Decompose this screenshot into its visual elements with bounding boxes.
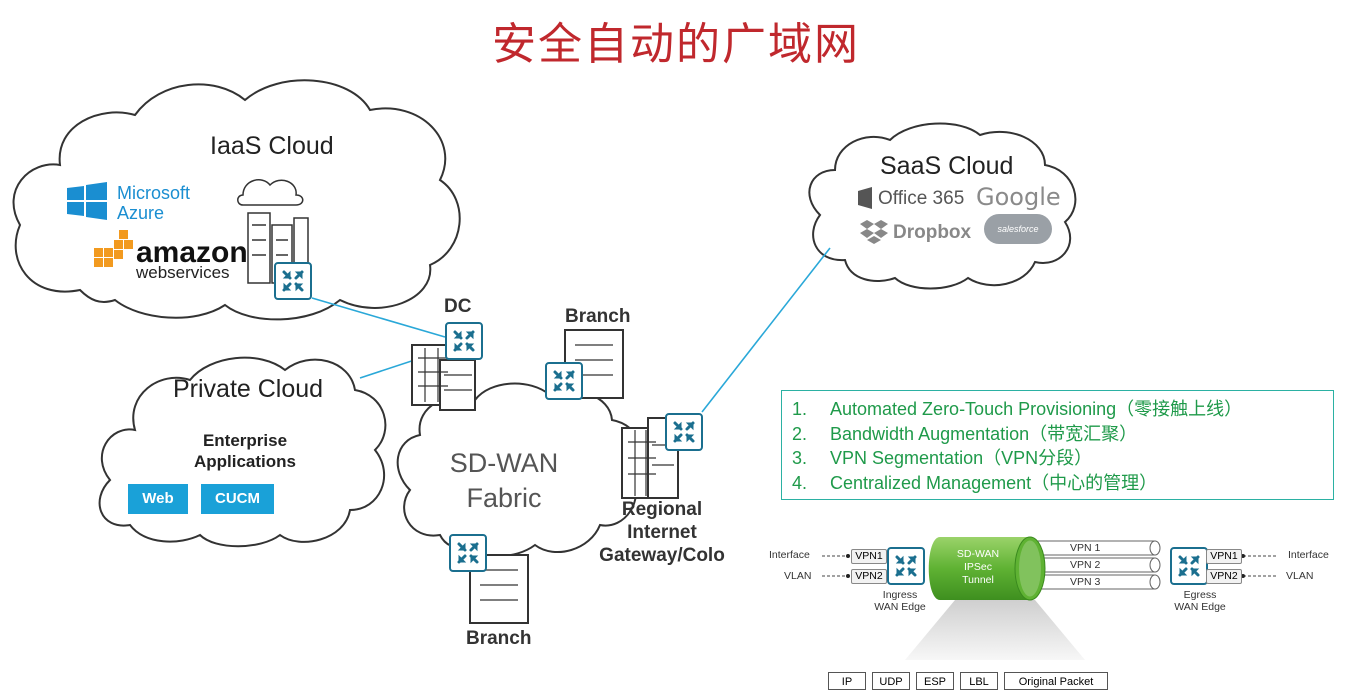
salesforce-logo: salesforce <box>984 214 1052 244</box>
feature-item-2: 2. Bandwidth Augmentation（带宽汇聚） <box>792 422 1323 447</box>
saas-cloud <box>808 122 1077 290</box>
router-regional-icon <box>664 412 704 452</box>
ingress-line2: WAN Edge <box>874 601 926 613</box>
ingress-vpn2-tag: VPN2 <box>851 569 887 584</box>
page-title: 安全自动的广域网 <box>492 19 860 70</box>
feature-item-3: 3. VPN Segmentation（VPN分段） <box>792 446 1323 471</box>
feature-num: 3. <box>792 448 808 468</box>
private-cloud-title: Private Cloud <box>173 375 324 403</box>
ingress-line1: Ingress <box>882 589 918 601</box>
feature-text: Automated Zero-Touch Provisioning（零接触上线） <box>830 399 1243 419</box>
router-dc-icon <box>444 321 484 361</box>
packet-field-udp: UDP <box>872 672 910 690</box>
right-interface-label: Interface <box>1288 549 1329 561</box>
microsoft-logo-icon <box>67 182 107 220</box>
enterprise-line2: Applications <box>193 452 296 471</box>
router-branch-bottom-icon <box>448 533 488 573</box>
sdwan-fabric-cloud <box>396 382 642 558</box>
feature-text: Centralized Management（中心的管理） <box>830 472 1158 493</box>
branch-top-label: Branch <box>565 306 631 327</box>
egress-line1: Egress <box>1183 589 1217 601</box>
feature-list: 1. Automated Zero-Touch Provisioning（零接触上… <box>781 390 1334 500</box>
aws-sub-label: webservices <box>136 263 230 282</box>
feature-item-4: 4. Centralized Management（中心的管理） <box>792 471 1323 496</box>
iaas-cloud <box>12 79 461 321</box>
azure-label: Azure <box>117 203 165 223</box>
right-vlan-label: VLAN <box>1286 570 1314 582</box>
packet-structure: IP UDP ESP LBL Original Packet <box>828 666 1118 692</box>
packet-field-original: Original Packet <box>1004 672 1108 690</box>
packet-field-lbl: LBL <box>960 672 998 690</box>
saas-cloud-title: SaaS Cloud <box>880 152 1014 180</box>
pipe-vpn3-label: VPN 3 <box>1070 576 1101 588</box>
regional-building-icon <box>621 417 679 499</box>
feature-num: 4. <box>792 472 808 493</box>
egress-line2: WAN Edge <box>1174 601 1226 613</box>
cucm-app-block: CUCM <box>201 484 274 514</box>
tunnel-line3: Tunnel <box>962 574 994 586</box>
feature-num: 1. <box>792 399 808 419</box>
regional-line3: Gateway/Colo <box>599 545 725 566</box>
router-branch-top-icon <box>544 361 584 401</box>
tunnel-label: SD-WAN IPSec Tunnel <box>943 548 1013 587</box>
router-iaas-icon <box>273 261 313 301</box>
feature-num: 2. <box>792 423 808 444</box>
dropbox-label: Dropbox <box>893 222 972 243</box>
left-vlan-label: VLAN <box>784 570 812 582</box>
egress-vpn1-tag: VPN1 <box>1206 549 1242 564</box>
packet-field-ip: IP <box>828 672 866 690</box>
regional-gateway-label: Regional Internet Gateway/Colo <box>592 498 732 567</box>
tunnel-diagram <box>822 536 1276 660</box>
aws-logo-icon <box>94 230 133 267</box>
ingress-vpn1-tag: VPN1 <box>851 549 887 564</box>
feature-text: Bandwidth Augmentation（带宽汇聚） <box>830 423 1138 444</box>
egress-wan-edge-label: Egress WAN Edge <box>1168 589 1232 613</box>
left-interface-label: Interface <box>769 549 810 561</box>
iaas-cloud-title: IaaS Cloud <box>210 132 334 160</box>
sdwan-fabric-line2: Fabric <box>466 483 542 513</box>
feature-text: VPN Segmentation（VPN分段） <box>830 448 1093 468</box>
feature-item-1: 1. Automated Zero-Touch Provisioning（零接触上… <box>792 397 1323 422</box>
regional-line2: Internet <box>627 522 697 543</box>
dc-label: DC <box>444 296 472 317</box>
dropbox-logo-icon <box>860 220 888 244</box>
office-logo-icon <box>858 187 872 209</box>
egress-vpn2-tag: VPN2 <box>1206 569 1242 584</box>
google-label: Google <box>976 183 1061 211</box>
tunnel-line1: SD-WAN <box>956 548 1000 560</box>
enterprise-apps-label: Enterprise Applications <box>160 430 330 472</box>
tunnel-line2: IPSec <box>963 561 992 573</box>
web-app-block: Web <box>128 484 188 514</box>
microsoft-label: Microsoft <box>117 183 191 203</box>
pipe-vpn2-label: VPN 2 <box>1070 559 1101 571</box>
pipe-vpn1-label: VPN 1 <box>1070 542 1101 554</box>
ingress-wan-edge-label: Ingress WAN Edge <box>868 589 932 613</box>
amazon-label: amazon <box>136 236 248 269</box>
regional-line1: Regional <box>621 499 703 520</box>
dc-building-icon <box>411 344 476 411</box>
sdwan-fabric-line1: SD-WAN <box>449 448 559 478</box>
branch-bottom-label: Branch <box>466 628 532 649</box>
enterprise-line1: Enterprise <box>202 431 288 450</box>
office-label: Office 365 <box>878 188 965 209</box>
packet-field-esp: ESP <box>916 672 954 690</box>
